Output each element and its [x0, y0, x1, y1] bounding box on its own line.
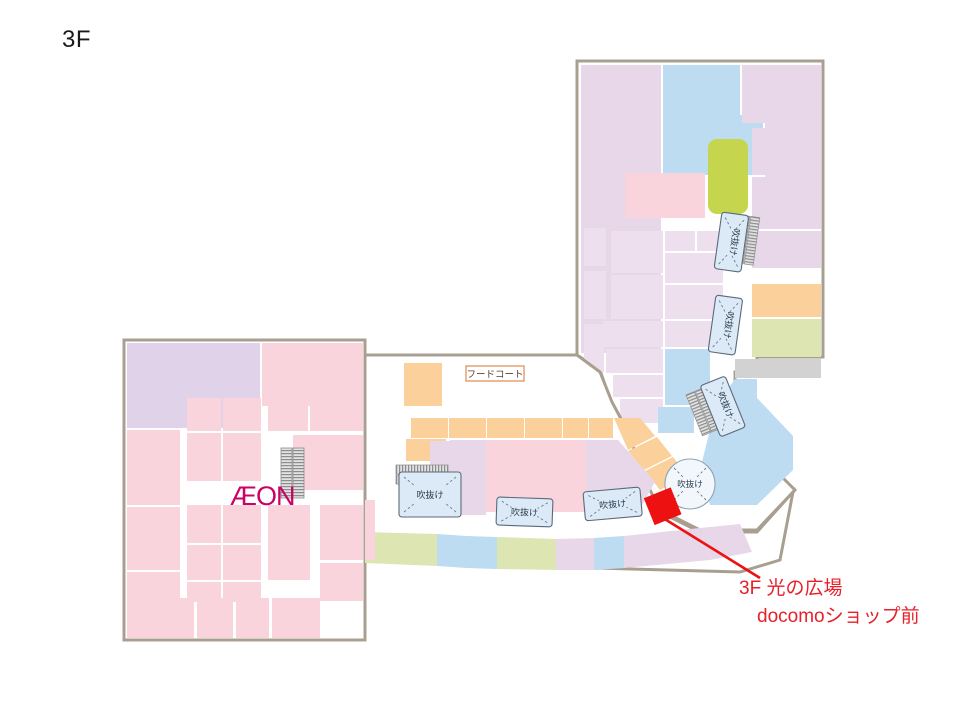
void-markers: 吹抜け 吹抜け 吹抜け [398, 211, 749, 528]
shop-block [197, 598, 233, 638]
void-label: 吹抜け [416, 489, 443, 501]
void-box [398, 471, 462, 518]
leader-line [654, 511, 761, 580]
shop-block-green [752, 319, 821, 357]
escalator-icon [685, 391, 712, 437]
shop-block [187, 398, 221, 431]
bottom-shop-strip [365, 524, 752, 570]
location-marker-group [643, 487, 761, 580]
shop-block [293, 435, 363, 490]
shop-block [320, 563, 363, 601]
void-box [495, 496, 554, 528]
shop-block [320, 505, 363, 560]
shop-block [752, 231, 821, 268]
shop-block [223, 433, 261, 481]
void-label: 吹抜け [727, 228, 743, 256]
food-court-label: フードコート [465, 365, 525, 382]
shop-block [268, 505, 310, 580]
aeon-logo-text: ÆON [230, 481, 295, 511]
void-label: 吹抜け [721, 311, 737, 339]
shop-block [187, 582, 221, 602]
annotation-line-2: docomoショップ前 [757, 606, 920, 627]
shop-block [223, 398, 261, 431]
central-concourse [363, 353, 796, 574]
void-label: 吹抜け [599, 497, 627, 511]
void-box [700, 376, 746, 437]
shop-block [268, 398, 308, 431]
shop-block [127, 507, 180, 570]
shop-block [752, 177, 821, 229]
shop-block [223, 582, 261, 602]
shop-block [187, 505, 221, 543]
shop-block [127, 430, 180, 505]
food-court-block [404, 363, 442, 406]
shop-block-green [708, 139, 748, 214]
food-court-box [465, 365, 525, 382]
shop-block [223, 545, 261, 580]
service-strip [735, 359, 821, 378]
aeon-logo: ÆON [230, 481, 296, 511]
escalator-icon [743, 215, 761, 266]
void-box [707, 294, 743, 356]
shop-block [283, 598, 320, 638]
void-label: 吹抜け [677, 479, 703, 490]
shop-block [262, 343, 363, 406]
void-circle [664, 458, 716, 510]
escalator-icon [292, 447, 305, 499]
center-shop-cluster [584, 228, 723, 433]
location-marker [643, 487, 682, 526]
food-court-text: フードコート [466, 370, 523, 381]
void-label: 吹抜け [511, 506, 538, 519]
shop-block [127, 572, 180, 638]
floor-label: 3F [62, 26, 92, 53]
shop-block [310, 398, 363, 431]
shop-block-orange [752, 284, 821, 317]
void-box [713, 211, 749, 273]
shop-block [187, 545, 221, 580]
shop-block [174, 598, 194, 638]
shop-block [752, 128, 821, 175]
shop-block [236, 598, 269, 638]
void-box [582, 486, 643, 522]
escalator-icon [280, 447, 293, 499]
shop-block [486, 440, 586, 512]
annotation-line-1: 3F 光の広場 [739, 578, 843, 599]
shop-block [187, 433, 221, 481]
shop-block [365, 500, 375, 560]
shop-block [625, 173, 705, 218]
shop-block [223, 505, 261, 543]
aeon-wing [122, 338, 367, 642]
